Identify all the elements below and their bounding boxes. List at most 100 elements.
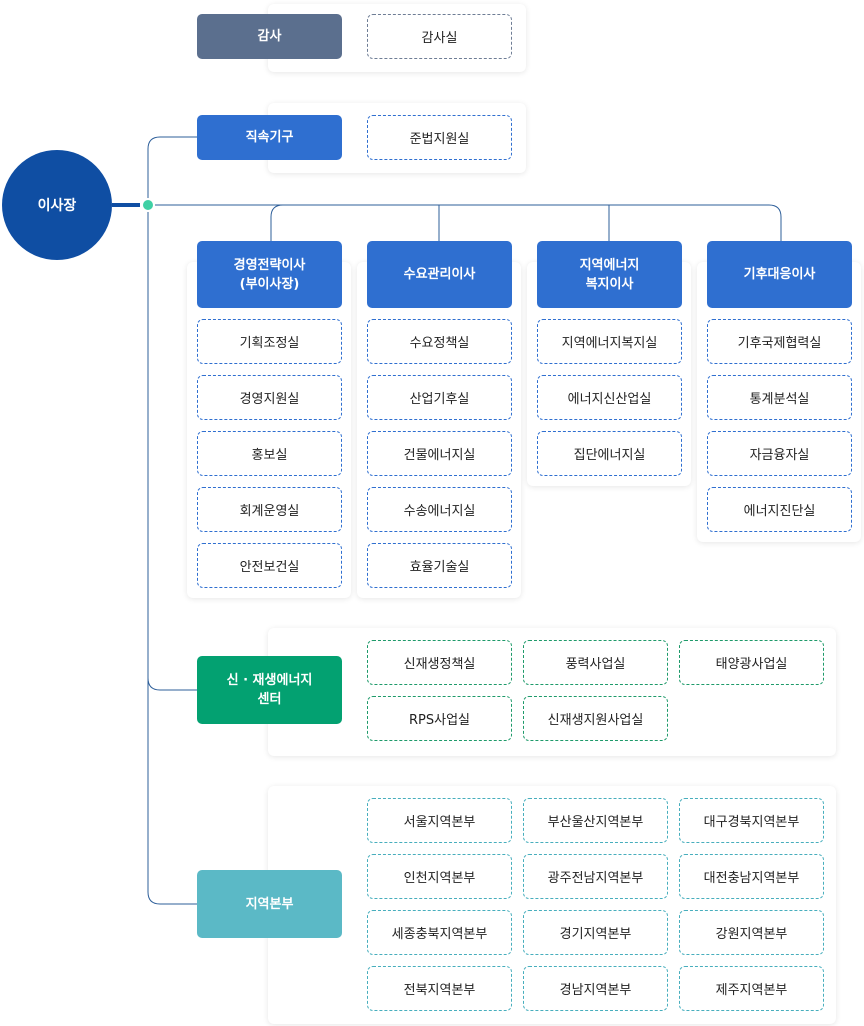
- director-2-panel: [357, 262, 521, 598]
- director-unit[interactable]: 효율기술실: [367, 543, 512, 588]
- regional-unit[interactable]: 경기지역본부: [523, 910, 668, 955]
- director-unit-label: 산업기후실: [409, 392, 470, 407]
- director-head-line: 지역에너지: [579, 257, 640, 273]
- director-unit-label: 수송에너지실: [403, 504, 476, 519]
- director-unit-label: 회계운영실: [239, 504, 300, 519]
- director-unit[interactable]: 기획조정실: [197, 319, 342, 364]
- director-unit[interactable]: 회계운영실: [197, 487, 342, 532]
- director-unit-label: 홍보실: [251, 448, 288, 463]
- renewable-unit-label: 풍력사업실: [565, 657, 626, 672]
- audit-head[interactable]: 감사: [197, 14, 342, 59]
- director-unit[interactable]: 건물에너지실: [367, 431, 512, 476]
- director-bus-line: [148, 204, 782, 241]
- director-1-drop: [270, 204, 284, 241]
- director-unit[interactable]: 수요정책실: [367, 319, 512, 364]
- regional-unit-label: 세종충북지역본부: [391, 927, 488, 942]
- director-unit[interactable]: 집단에너지실: [537, 431, 682, 476]
- renewable-unit-label: 태양광사업실: [715, 657, 788, 672]
- regional-unit[interactable]: 서울지역본부: [367, 798, 512, 843]
- audit-office[interactable]: 감사실: [367, 14, 512, 59]
- director-head-strategy[interactable]: 경영전략이사 (부이사장): [197, 241, 342, 308]
- audit-head-label: 감사: [257, 29, 282, 44]
- director-unit[interactable]: 에너지신산업실: [537, 375, 682, 420]
- director-head-line: 복지이사: [585, 276, 634, 292]
- director-unit[interactable]: 안전보건실: [197, 543, 342, 588]
- junction-dot: [141, 198, 155, 212]
- regional-head[interactable]: 지역본부: [197, 870, 342, 938]
- regional-unit[interactable]: 부산울산지역본부: [523, 798, 668, 843]
- regional-unit-label: 경남지역본부: [559, 983, 632, 998]
- director-unit-label: 효율기술실: [409, 560, 470, 575]
- ceo-node[interactable]: 이사장: [2, 150, 112, 260]
- director-unit-label: 지역에너지복지실: [561, 336, 658, 351]
- regional-unit[interactable]: 강원지역본부: [679, 910, 824, 955]
- director-unit[interactable]: 산업기후실: [367, 375, 512, 420]
- regional-unit-label: 인천지역본부: [403, 871, 476, 886]
- renewable-unit-label: RPS사업실: [408, 713, 470, 728]
- spine-line: [147, 136, 198, 905]
- director-unit-label: 기획조정실: [239, 336, 300, 351]
- regional-unit-label: 광주전남지역본부: [547, 871, 644, 886]
- director-head-welfare[interactable]: 지역에너지 복지이사: [537, 241, 682, 308]
- regional-unit[interactable]: 대구경북지역본부: [679, 798, 824, 843]
- regional-unit-label: 경기지역본부: [559, 927, 632, 942]
- director-unit[interactable]: 경영지원실: [197, 375, 342, 420]
- director-unit[interactable]: 수송에너지실: [367, 487, 512, 532]
- regional-unit-label: 서울지역본부: [403, 815, 476, 830]
- director-head-line: 수요관리이사: [403, 267, 476, 282]
- regional-unit-label: 대구경북지역본부: [703, 815, 800, 830]
- director-head-line: (부이사장): [239, 276, 300, 292]
- regional-unit[interactable]: 대전충남지역본부: [679, 854, 824, 899]
- renewable-unit[interactable]: 태양광사업실: [679, 640, 824, 685]
- regional-unit[interactable]: 전북지역본부: [367, 966, 512, 1011]
- director-head-line: 경영전략이사: [233, 257, 306, 273]
- director-unit-label: 경영지원실: [239, 392, 300, 407]
- director-1-panel: [187, 262, 351, 598]
- renewable-branch-line: [147, 677, 198, 691]
- renewable-unit[interactable]: 신재생정책실: [367, 640, 512, 685]
- director-unit[interactable]: 기후국제협력실: [707, 319, 852, 364]
- renewable-head-line: 센터: [257, 692, 282, 707]
- director-unit[interactable]: 에너지진단실: [707, 487, 852, 532]
- direct-head-label: 직속기구: [245, 130, 294, 145]
- direct-head[interactable]: 직속기구: [197, 115, 342, 160]
- director-unit-label: 집단에너지실: [573, 448, 646, 463]
- director-unit-label: 수요정책실: [409, 336, 470, 351]
- renewable-unit[interactable]: 신재생지원사업실: [523, 696, 668, 741]
- director-unit[interactable]: 지역에너지복지실: [537, 319, 682, 364]
- renewable-head[interactable]: 신 · 재생에너지 센터: [197, 656, 342, 724]
- director-unit[interactable]: 자금융자실: [707, 431, 852, 476]
- regional-unit[interactable]: 세종충북지역본부: [367, 910, 512, 955]
- regional-unit[interactable]: 광주전남지역본부: [523, 854, 668, 899]
- compliance-office[interactable]: 준법지원실: [367, 115, 512, 160]
- director-unit[interactable]: 홍보실: [197, 431, 342, 476]
- regional-unit-label: 부산울산지역본부: [547, 815, 644, 830]
- regional-unit-label: 대전충남지역본부: [703, 871, 800, 886]
- regional-unit[interactable]: 경남지역본부: [523, 966, 668, 1011]
- director-head-line: 기후대응이사: [743, 267, 816, 282]
- director-unit-label: 건물에너지실: [403, 448, 476, 463]
- renewable-unit-label: 신재생지원사업실: [547, 713, 644, 728]
- director-unit-label: 기후국제협력실: [737, 336, 822, 351]
- renewable-unit[interactable]: RPS사업실: [367, 696, 512, 741]
- regional-unit-label: 제주지역본부: [715, 983, 788, 998]
- director-unit-label: 안전보건실: [239, 560, 300, 575]
- director-head-demand[interactable]: 수요관리이사: [367, 241, 512, 308]
- renewable-head-line: 신 · 재생에너지: [226, 673, 313, 688]
- regional-head-label: 지역본부: [245, 896, 294, 912]
- audit-office-label: 감사실: [421, 31, 458, 46]
- director-unit[interactable]: 통계분석실: [707, 375, 852, 420]
- director-head-climate[interactable]: 기후대응이사: [707, 241, 852, 308]
- director-unit-label: 자금융자실: [749, 448, 810, 463]
- regional-unit[interactable]: 제주지역본부: [679, 966, 824, 1011]
- director-unit-label: 통계분석실: [749, 392, 810, 407]
- renewable-unit-label: 신재생정책실: [403, 657, 476, 672]
- regional-unit[interactable]: 인천지역본부: [367, 854, 512, 899]
- regional-unit-label: 전북지역본부: [403, 983, 476, 998]
- compliance-office-label: 준법지원실: [409, 132, 470, 147]
- ceo-label: 이사장: [37, 198, 77, 214]
- renewable-unit[interactable]: 풍력사업실: [523, 640, 668, 685]
- director-unit-label: 에너지진단실: [743, 504, 816, 519]
- regional-unit-label: 강원지역본부: [715, 927, 788, 942]
